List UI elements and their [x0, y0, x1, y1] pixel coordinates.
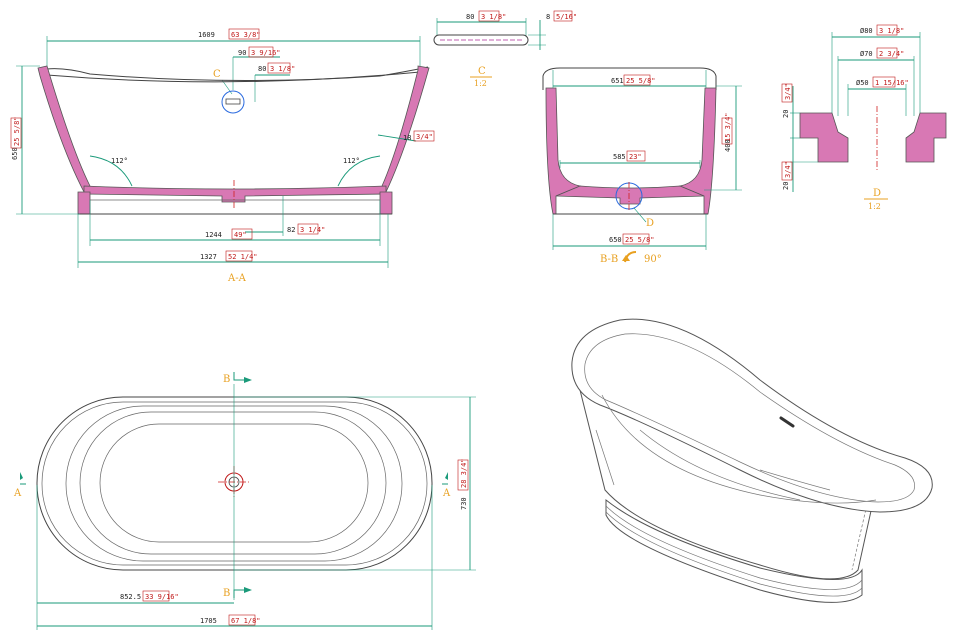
svg-text:1 15/16": 1 15/16": [875, 79, 909, 87]
angle-left: 112°: [111, 157, 128, 165]
svg-text:20: 20: [782, 110, 790, 118]
dim-slot-width: 8 5/16": [546, 10, 577, 22]
svg-text:18: 18: [403, 134, 411, 142]
section-aa-view: 1609 63 3/8" 90 3 9/16" 80 3 1/8" C: [10, 28, 435, 284]
svg-text:730: 730: [460, 497, 468, 510]
detail-d-view: Ø80 3 1/8" Ø70 2 3/4" Ø50 1 15/16" 20: [781, 24, 947, 211]
svg-text:650: 650: [11, 147, 19, 160]
svg-text:3 9/16": 3 9/16": [251, 49, 281, 57]
dim-inner-dia: Ø50 1 15/16": [856, 76, 909, 88]
svg-text:82: 82: [287, 226, 295, 234]
dim-inner-bottom: 1244 49": [205, 228, 253, 240]
svg-text:3 1/4": 3 1/4": [300, 226, 325, 234]
angle-right: 112°: [343, 157, 360, 165]
section-a-marker-right: A: [442, 488, 451, 499]
svg-text:49": 49": [234, 231, 247, 239]
dim-bb-inner-bottom: 585 23": [613, 150, 646, 162]
svg-text:585: 585: [613, 153, 626, 161]
svg-text:2 3/4": 2 3/4": [879, 50, 904, 58]
dim-plan-half-length: 852.5 33 9/16": [120, 590, 179, 602]
detail-c-label: C: [478, 66, 486, 77]
detail-c-marker: C: [213, 69, 221, 80]
section-a-marker-left: A: [13, 488, 22, 499]
svg-text:1705: 1705: [200, 617, 217, 625]
svg-text:1327: 1327: [200, 253, 217, 261]
dim-top-width: 651 25 5/8": [611, 74, 656, 86]
svg-text:5/16": 5/16": [556, 13, 577, 21]
svg-text:3/4": 3/4": [784, 83, 792, 100]
dim-wall-thickness: 18 3/4": [403, 130, 435, 142]
section-bb-label: B-B: [600, 254, 618, 265]
svg-text:400: 400: [724, 139, 732, 152]
svg-text:Ø70: Ø70: [860, 50, 873, 58]
dim-bottom-thickness: 20 3/4": [781, 161, 793, 190]
dim-top-thickness: 20 3/4": [781, 83, 793, 118]
svg-text:25 5/8": 25 5/8": [625, 236, 655, 244]
dim-overflow-offset: 90 3 9/16": [238, 46, 281, 58]
svg-text:28 3/4": 28 3/4": [460, 458, 468, 488]
section-bb-rotation: 90°: [644, 254, 662, 265]
detail-d-scale: 1:2: [868, 202, 881, 211]
dim-height: 650 25 5/8": [10, 116, 22, 160]
svg-text:63 3/8": 63 3/8": [231, 31, 261, 39]
detail-c-scale: 1:2: [474, 79, 487, 88]
svg-text:80: 80: [466, 13, 474, 21]
svg-text:20: 20: [782, 182, 790, 190]
section-b-marker-bottom: B: [223, 588, 230, 599]
svg-text:3 1/8": 3 1/8": [270, 65, 295, 73]
svg-text:67 1/8": 67 1/8": [231, 617, 261, 625]
dim-overflow-height: 80 3 1/8": [258, 62, 295, 74]
svg-text:25 5/8": 25 5/8": [13, 116, 21, 146]
dim-bb-base-width: 650 25 5/8": [609, 233, 655, 245]
detail-d-marker: D: [646, 218, 654, 229]
dim-overall-width: 1609 63 3/8": [198, 28, 261, 40]
svg-text:25 5/8": 25 5/8": [626, 77, 656, 85]
svg-text:1609: 1609: [198, 31, 215, 39]
dim-bb-depth: 400 15 3/4": [721, 112, 733, 152]
svg-text:Ø80: Ø80: [860, 27, 873, 35]
detail-c-view: 80 3 1/8" 8 5/16" C 1:2: [433, 10, 577, 88]
svg-text:1244: 1244: [205, 231, 222, 239]
svg-text:15 3/4": 15 3/4": [724, 112, 732, 142]
dim-plan-length: 1705 67 1/8": [200, 614, 261, 626]
plan-view: B B A A 730 28 3/4" 852.5 33 9/16": [13, 372, 476, 630]
dim-outer-dia: Ø80 3 1/8": [860, 24, 904, 36]
svg-text:3 1/8": 3 1/8": [879, 27, 904, 35]
svg-text:3/4": 3/4": [784, 161, 792, 178]
isometric-view: [571, 318, 933, 603]
svg-text:651: 651: [611, 77, 624, 85]
svg-text:80: 80: [258, 65, 266, 73]
svg-text:852.5: 852.5: [120, 593, 141, 601]
detail-d-label: D: [873, 188, 881, 199]
dim-drain-offset: 82 3 1/4": [287, 223, 325, 235]
dim-mid-dia: Ø70 2 3/4": [860, 47, 904, 59]
svg-text:650: 650: [609, 236, 622, 244]
section-aa-label: A-A: [227, 273, 247, 284]
dim-slot-length: 80 3 1/8": [466, 10, 506, 22]
section-bb-view: 651 25 5/8" 585 23" 400 15 3/4": [542, 67, 742, 265]
section-b-marker-top: B: [223, 374, 230, 385]
svg-text:8: 8: [546, 13, 550, 21]
svg-text:52 1/4": 52 1/4": [228, 253, 258, 261]
svg-text:23": 23": [629, 153, 642, 161]
svg-text:33 9/16": 33 9/16": [145, 593, 179, 601]
svg-text:3/4": 3/4": [416, 133, 433, 141]
dim-plan-width: 730 28 3/4": [457, 458, 469, 510]
svg-text:90: 90: [238, 49, 246, 57]
dim-base-width: 1327 52 1/4": [200, 250, 258, 262]
svg-text:Ø50: Ø50: [856, 79, 869, 87]
svg-text:3 1/8": 3 1/8": [481, 13, 506, 21]
